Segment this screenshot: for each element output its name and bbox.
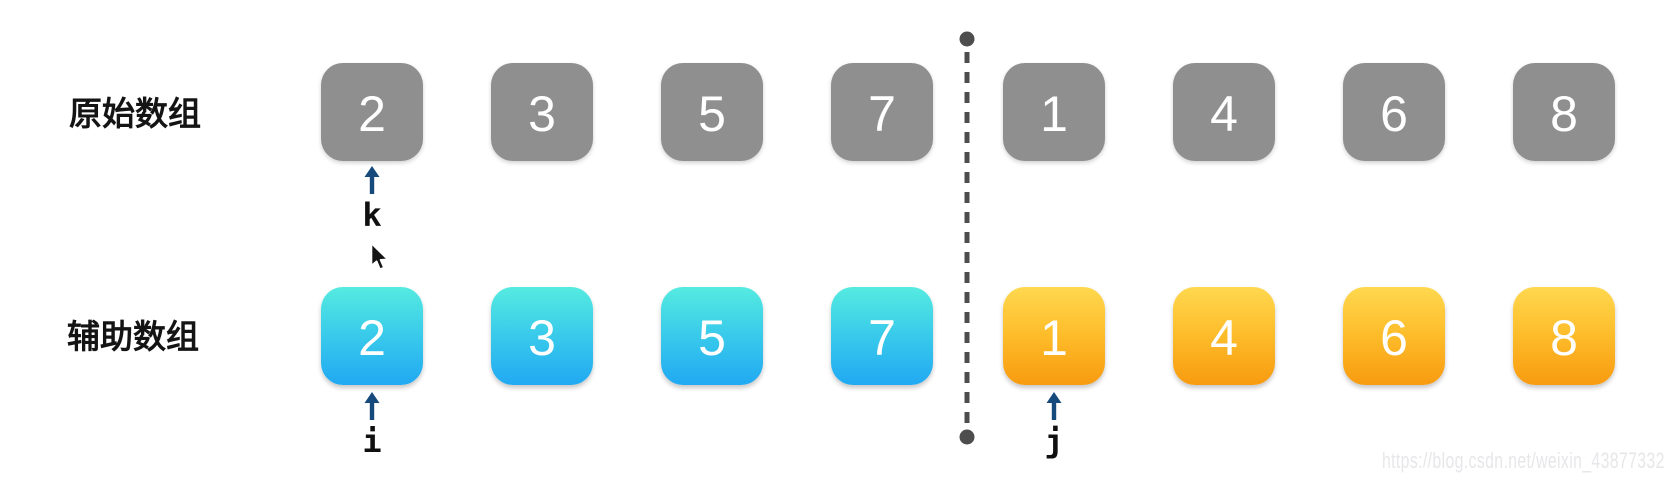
array-cell: 8 [1513, 287, 1615, 385]
auxiliary-array-label: 辅助数组 [67, 318, 199, 355]
cell-value: 4 [1210, 309, 1238, 366]
array-cell: 7 [831, 287, 933, 385]
array-cell: 1 [1003, 287, 1105, 385]
cell-value: 7 [868, 309, 896, 366]
array-cell: 4 [1173, 63, 1275, 161]
array-cell: 3 [491, 63, 593, 161]
cell-value: 3 [528, 309, 556, 366]
watermark-url: https://blog.csdn.net/weixin_43877332 [1382, 448, 1665, 473]
cell-value: 4 [1210, 85, 1238, 142]
pointer-label-k: k [362, 196, 382, 234]
array-cell: 6 [1343, 63, 1445, 161]
cell-value: 1 [1040, 309, 1068, 366]
cell-value: 2 [358, 85, 386, 142]
pointer-k: k [352, 166, 392, 233]
array-cell: 3 [491, 287, 593, 385]
array-cell: 5 [661, 63, 763, 161]
mouse-cursor-icon [370, 242, 389, 270]
cell-value: 8 [1550, 85, 1578, 142]
pointer-j: j [1034, 392, 1074, 459]
arrow-up-icon [364, 392, 380, 420]
divider-bottom-dot [959, 429, 975, 445]
cell-value: 8 [1550, 309, 1578, 366]
cell-value: 6 [1380, 85, 1408, 142]
original-array-label: 原始数组 [69, 95, 201, 132]
arrow-up-icon [364, 166, 380, 194]
pointer-label-j: j [1044, 422, 1064, 460]
partition-divider [959, 31, 975, 445]
array-cell: 8 [1513, 63, 1615, 161]
cell-value: 5 [698, 309, 726, 366]
array-cell: 2 [321, 63, 423, 161]
pointer-label-i: i [362, 422, 382, 460]
cell-value: 5 [698, 85, 726, 142]
divider-top-dot [959, 31, 975, 47]
pointer-i: i [352, 392, 392, 459]
array-cell: 6 [1343, 287, 1445, 385]
array-cell: 7 [831, 63, 933, 161]
cell-value: 1 [1040, 85, 1068, 142]
array-cell: 1 [1003, 63, 1105, 161]
cell-value: 7 [868, 85, 896, 142]
array-cell: 4 [1173, 287, 1275, 385]
cell-value: 2 [358, 309, 386, 366]
arrow-up-icon [1046, 392, 1062, 420]
array-cell: 2 [321, 287, 423, 385]
cell-value: 3 [528, 85, 556, 142]
cell-value: 6 [1380, 309, 1408, 366]
array-cell: 5 [661, 287, 763, 385]
